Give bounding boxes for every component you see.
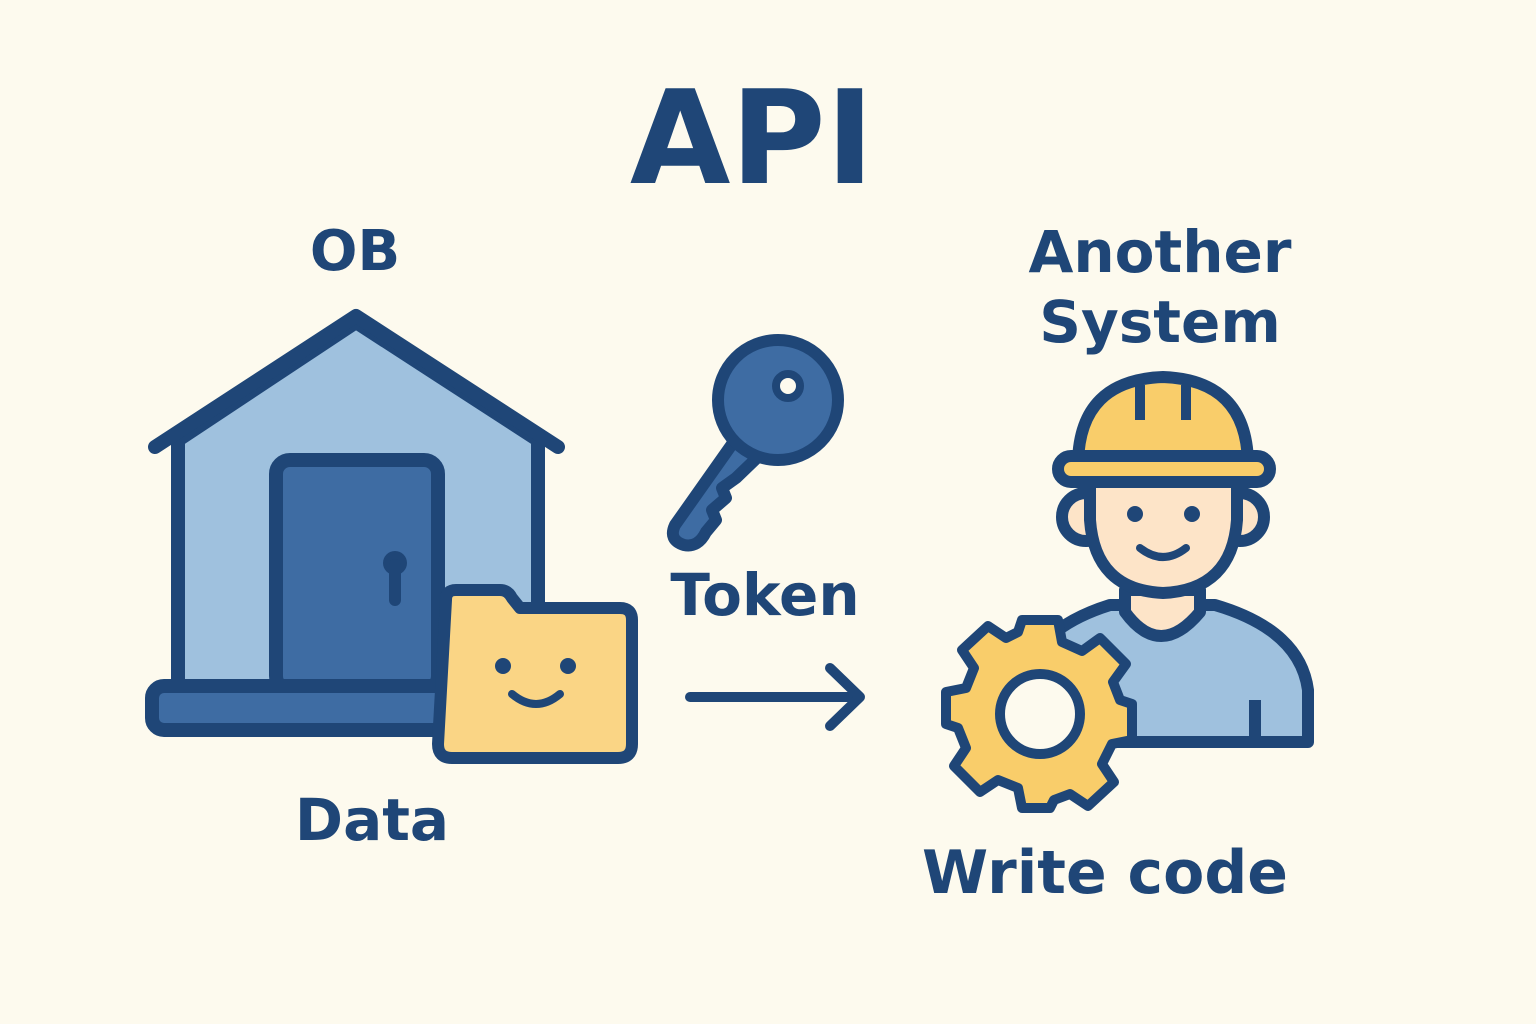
folder-icon bbox=[432, 584, 638, 764]
write-code-label: Write code bbox=[922, 838, 1288, 908]
gear-icon bbox=[941, 615, 1137, 813]
data-label: Data bbox=[295, 786, 449, 854]
key-icon bbox=[666, 334, 844, 552]
token-label: Token bbox=[670, 561, 859, 629]
system-label: System bbox=[1039, 288, 1281, 356]
diagram-title: API bbox=[630, 62, 874, 214]
another-label: Another bbox=[1029, 218, 1292, 286]
arrow-icon bbox=[685, 663, 865, 731]
ob-label: OB bbox=[310, 219, 400, 284]
